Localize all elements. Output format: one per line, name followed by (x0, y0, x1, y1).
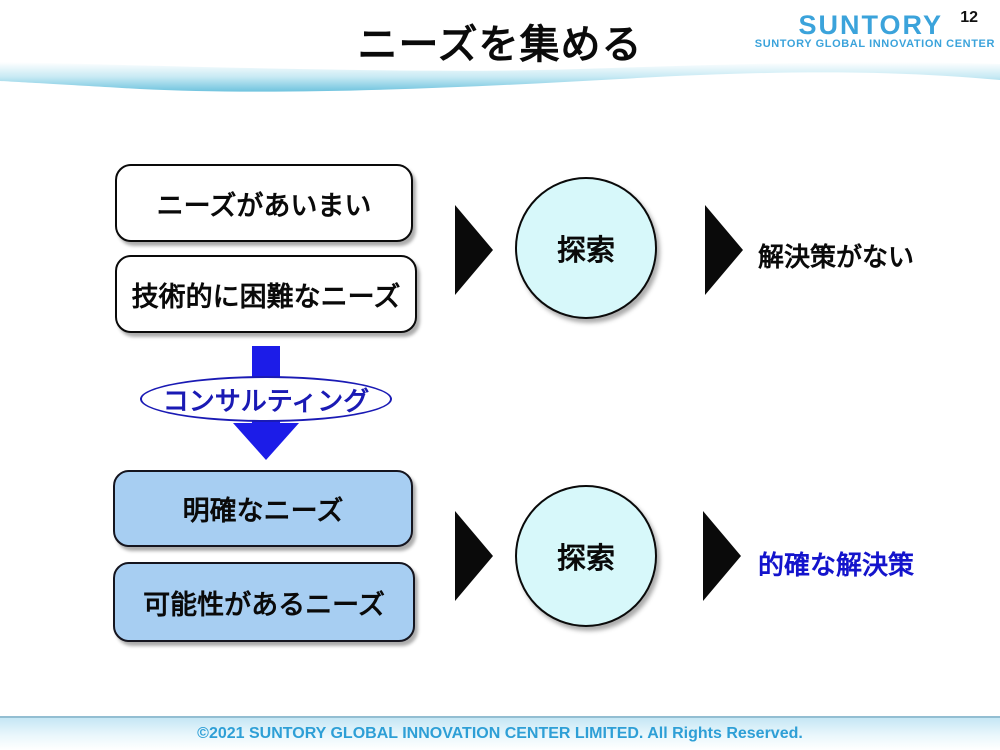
page-number: 12 (960, 9, 978, 26)
suntory-logo: SUNTORY (798, 10, 943, 40)
search-circle-top: 探索 (515, 177, 657, 319)
arrow-right-icon (703, 511, 741, 601)
arrow-right-icon (455, 511, 493, 601)
circle-label: 探索 (556, 543, 615, 575)
result-accurate-solution: 的確な解決策 (758, 550, 915, 580)
need-box-clear: 明確なニーズ (113, 470, 413, 547)
consulting-label: コンサルティング (162, 385, 370, 416)
footer-copyright-bar: ©2021 SUNTORY GLOBAL INNOVATION CENTER L… (0, 716, 1000, 750)
need-box-label: 技術的に困難なニーズ (131, 281, 401, 312)
circle-label: 探索 (556, 235, 615, 267)
need-box-label: 可能性があるニーズ (143, 589, 385, 620)
copyright-text: ©2021 SUNTORY GLOBAL INNOVATION CENTER L… (197, 725, 803, 742)
arrow-right-icon (705, 205, 743, 295)
need-box-potential: 可能性があるニーズ (113, 562, 415, 642)
need-box-difficult: 技術的に困難なニーズ (115, 255, 417, 333)
page-title: ニーズを集める (357, 23, 643, 67)
arrow-right-icon (455, 205, 493, 295)
consulting-ellipse: コンサルティング (140, 376, 392, 422)
search-circle-bottom: 探索 (515, 485, 657, 627)
need-box-ambiguous: ニーズがあいまい (115, 164, 413, 242)
need-box-label: 明確なニーズ (182, 496, 344, 526)
suntory-logo-subtitle: SUNTORY GLOBAL INNOVATION CENTER (754, 38, 995, 50)
result-no-solution: 解決策がない (758, 242, 915, 272)
wave-divider (0, 62, 1000, 92)
need-box-label: ニーズがあいまい (156, 190, 372, 221)
